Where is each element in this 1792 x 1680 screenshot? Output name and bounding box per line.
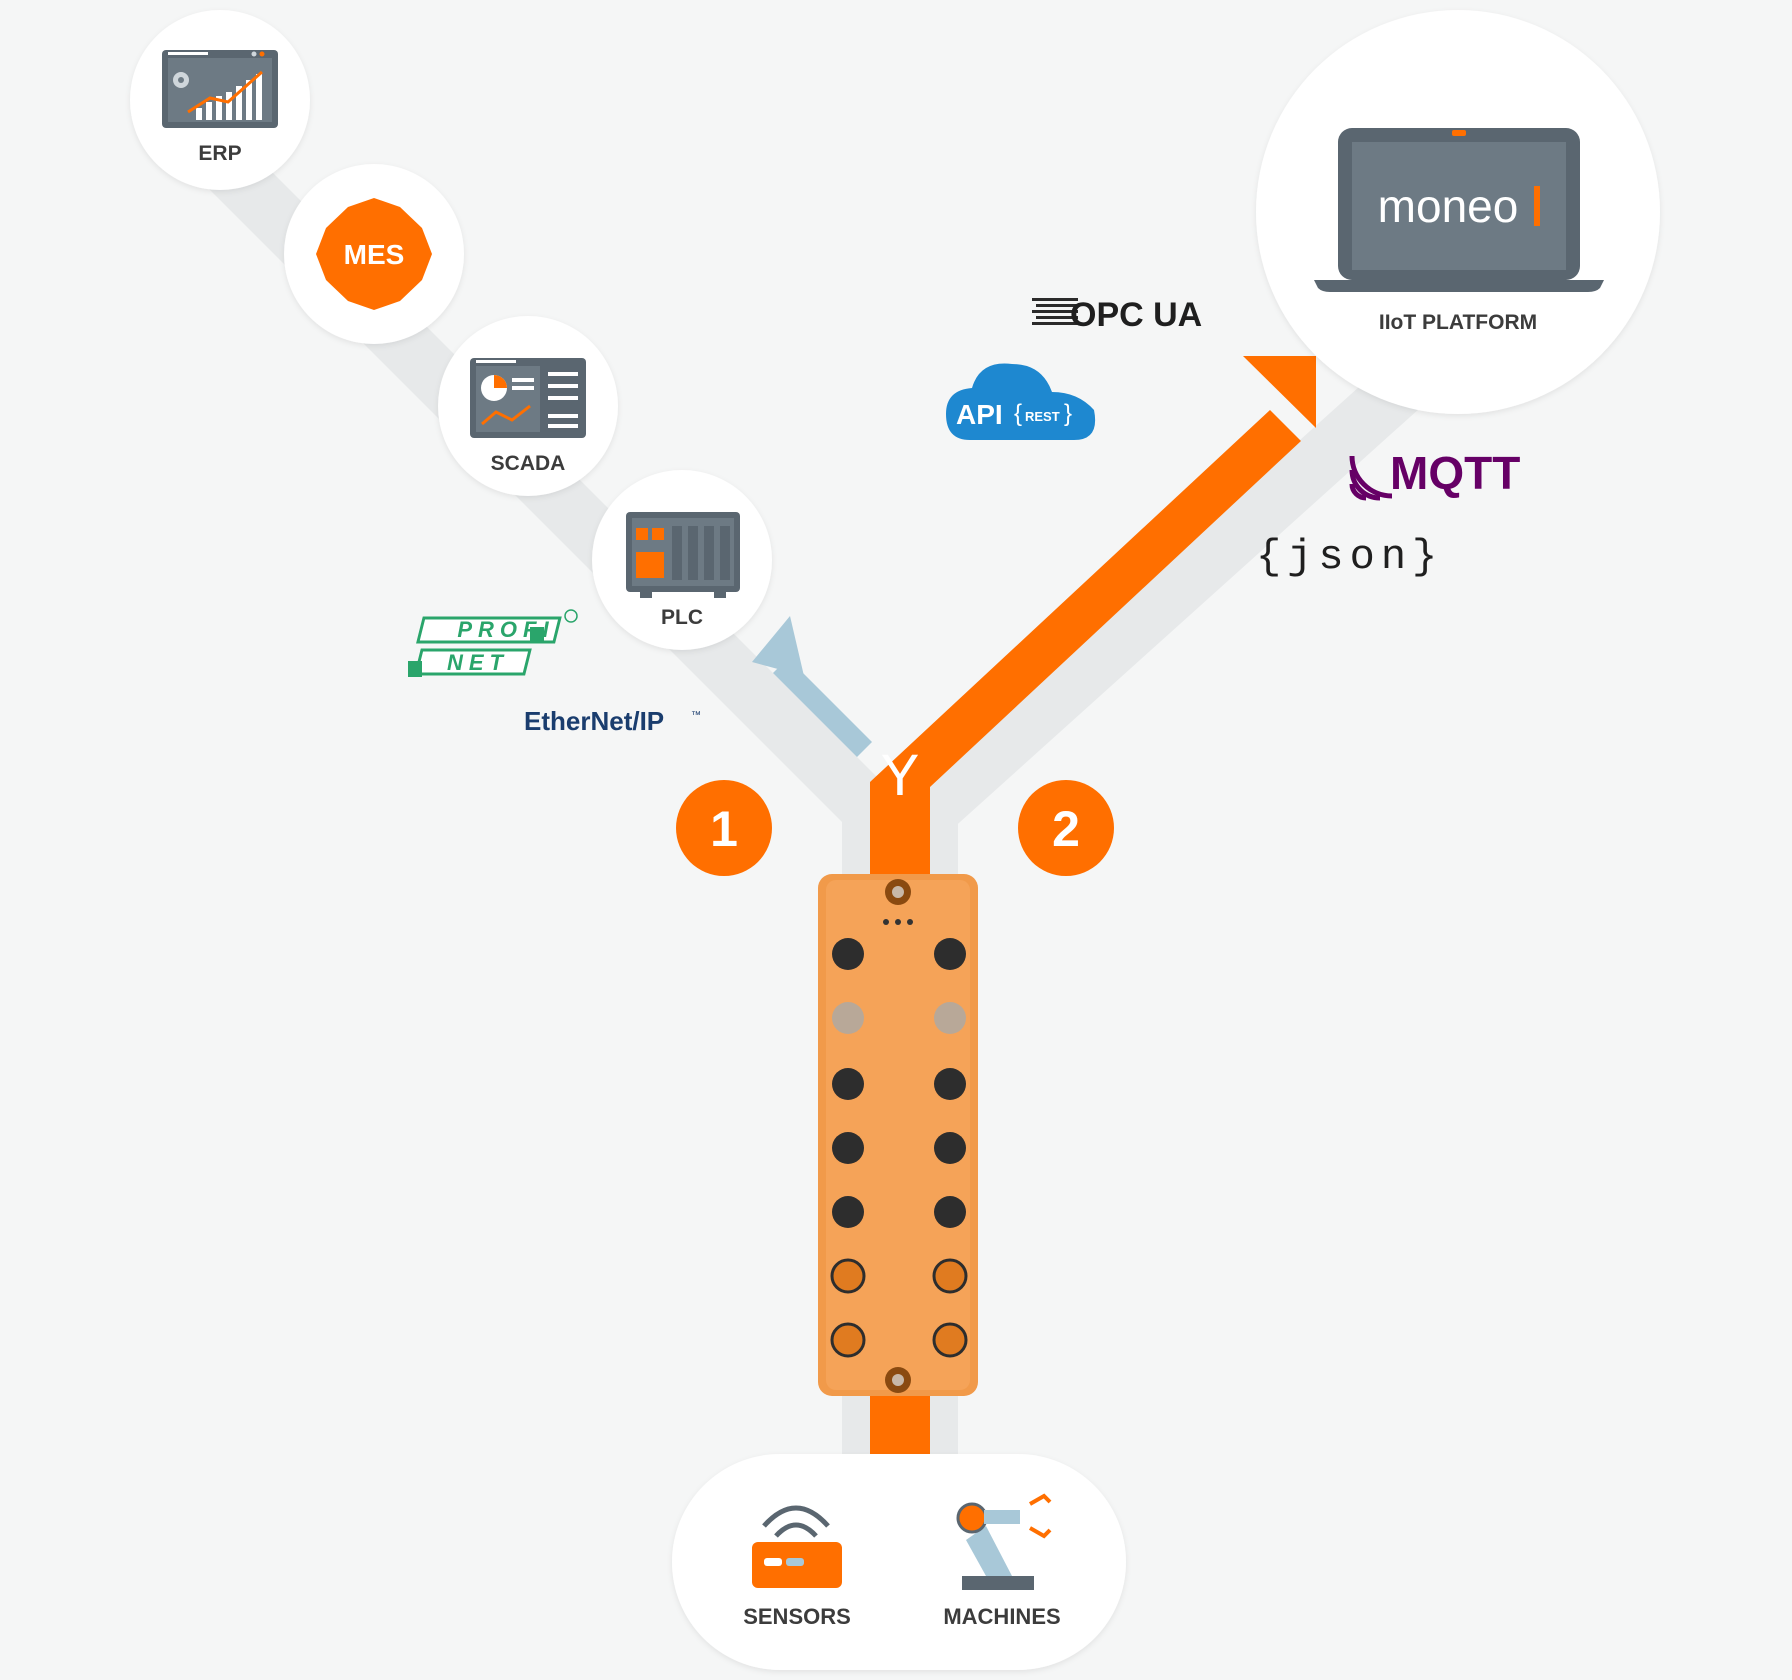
badge-1-circle bbox=[676, 780, 772, 876]
badge-2: 2 bbox=[1018, 780, 1114, 876]
laptop-icon: moneo bbox=[1314, 128, 1604, 292]
iiot-node: moneo IIoT PLATFORM bbox=[1256, 10, 1660, 414]
junction-label: Y bbox=[881, 743, 920, 808]
port bbox=[830, 1322, 866, 1358]
moneo-text: moneo bbox=[1378, 180, 1519, 232]
mes-node: MES bbox=[284, 164, 464, 344]
rest-brace-open: { bbox=[1014, 400, 1022, 427]
port bbox=[832, 1196, 864, 1228]
api-rest-logo: API { REST } bbox=[946, 363, 1096, 440]
ethernet-ip-tm: ™ bbox=[691, 710, 701, 721]
mqtt-icon bbox=[1349, 455, 1393, 501]
mes-icon bbox=[316, 198, 432, 310]
moneo-cursor bbox=[1534, 186, 1540, 226]
io-module-device bbox=[818, 874, 978, 1396]
profinet-bottom-text: NET bbox=[447, 650, 509, 675]
machines-label: MACHINES bbox=[943, 1604, 1060, 1629]
sensors-label: SENSORS bbox=[743, 1604, 851, 1629]
erp-icon bbox=[162, 50, 278, 128]
api-cloud bbox=[946, 363, 1096, 440]
machine-robot-icon bbox=[956, 1493, 1052, 1590]
profinet-logo: PROFI NET bbox=[408, 609, 578, 677]
iiot-label: IIoT PLATFORM bbox=[1379, 311, 1537, 334]
port bbox=[934, 1196, 966, 1228]
json-text: {json} bbox=[1256, 533, 1443, 581]
plc-icon bbox=[626, 512, 740, 598]
path1-arrow-head bbox=[752, 616, 804, 676]
registered-mark bbox=[564, 609, 578, 623]
badge-1-label: 1 bbox=[710, 801, 738, 857]
ethernet-ip-text: EtherNet/IP bbox=[524, 706, 664, 736]
port bbox=[832, 1132, 864, 1164]
device-led bbox=[907, 919, 913, 925]
path1-arrow bbox=[752, 616, 872, 757]
mes-label: MES bbox=[344, 239, 405, 270]
plc-label: PLC bbox=[661, 606, 703, 629]
track-right bbox=[900, 350, 1440, 840]
port bbox=[934, 938, 966, 970]
json-logo: {json} bbox=[1256, 533, 1443, 581]
port bbox=[832, 1068, 864, 1100]
path1-arrow-shaft bbox=[773, 658, 872, 757]
erp-node: ERP bbox=[130, 10, 310, 190]
opc-ua-mark bbox=[1032, 298, 1078, 325]
opc-ua-text: OPC UA bbox=[1070, 296, 1202, 334]
port bbox=[934, 1132, 966, 1164]
scada-icon bbox=[470, 358, 586, 438]
port bbox=[934, 1002, 966, 1034]
api-text: API bbox=[956, 399, 1003, 430]
scada-label: SCADA bbox=[491, 452, 566, 475]
profinet-top-text: PROFI bbox=[457, 617, 554, 642]
path2-arrow-head bbox=[1243, 356, 1316, 428]
badge-2-label: 2 bbox=[1052, 801, 1080, 857]
field-devices-pill bbox=[672, 1454, 1126, 1670]
mqtt-logo: MQTT bbox=[1349, 447, 1520, 501]
opc-ua-logo: OPC UA bbox=[1032, 296, 1202, 334]
rest-text: REST bbox=[1025, 409, 1060, 424]
device-ports-left bbox=[830, 938, 866, 1358]
sensor-icon bbox=[752, 1505, 842, 1588]
device-led bbox=[883, 919, 889, 925]
erp-label: ERP bbox=[198, 142, 241, 165]
port bbox=[832, 1002, 864, 1034]
device-face bbox=[826, 880, 970, 1390]
badge-1: 1 bbox=[676, 780, 772, 876]
port bbox=[830, 1258, 866, 1294]
ethernet-ip-logo: EtherNet/IP ™ bbox=[524, 706, 701, 736]
device-led bbox=[895, 919, 901, 925]
badge-2-circle bbox=[1018, 780, 1114, 876]
rest-brace-close: } bbox=[1064, 400, 1072, 427]
port bbox=[934, 1068, 966, 1100]
mqtt-text: MQTT bbox=[1390, 447, 1520, 499]
plc-node: PLC bbox=[592, 470, 772, 650]
field-devices-node: SENSORS MACHINES bbox=[672, 1454, 1126, 1670]
port bbox=[832, 938, 864, 970]
device-ports-right bbox=[932, 938, 968, 1358]
port bbox=[932, 1322, 968, 1358]
port bbox=[932, 1258, 968, 1294]
scada-node: SCADA bbox=[438, 316, 618, 496]
